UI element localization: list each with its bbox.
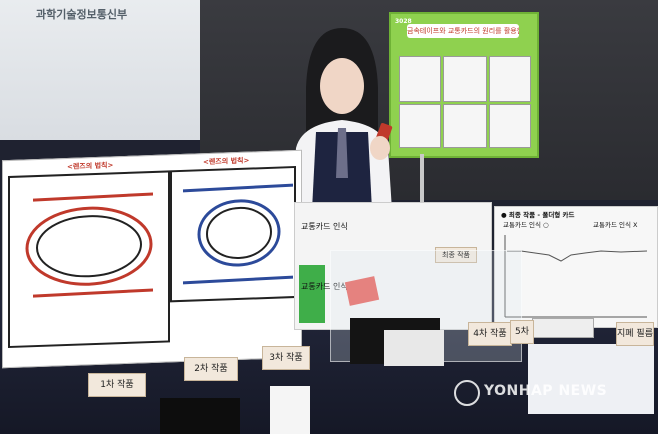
recognized-label: 교통카드 인식 ○ [503,221,549,229]
poster-section [443,56,487,102]
ministry-sign: 과학기술정보통신부 [36,8,128,21]
label-bill-film: 지폐 필름 [616,322,654,346]
panel-row-1: 교통카드 인식 [301,222,348,231]
student-presenter [282,28,402,210]
easel-leg [420,154,424,204]
label-second-work: 2차 작품 [184,357,238,381]
test-panel-title: ● 최종 작품 - 폴더형 카드 [501,211,575,219]
lenz-law-board: <렌즈의 법칙> <렌즈의 법칙> [2,149,302,369]
film-sample [528,344,654,414]
card-sample [384,330,444,366]
black-card-sample [160,398,240,434]
poster-section [489,104,531,148]
note-sample [532,318,594,338]
poster-section [399,56,441,102]
poster-section [489,56,531,102]
card-explanation-panel: 교통카드 인식 교통카드 인식 최종 작품 [294,202,492,330]
label-fourth-work: 4차 작품 [468,322,512,346]
poster-title: 금속테이프와 교통카드의 원리를 활용한 [407,24,519,38]
label-fifth-work: 5차 [510,320,534,344]
research-poster: 3028 금속테이프와 교통카드의 원리를 활용한 [389,12,539,158]
poster-number: 3028 [395,18,412,25]
coil-sample-card [270,386,310,434]
poster-section [443,104,487,148]
final-work-badge: 최종 작품 [435,247,477,263]
panel-row-2: 교통카드 인식 [301,282,348,291]
green-bar [299,265,325,323]
poster-section [399,104,441,148]
label-third-work: 3차 작품 [262,346,310,370]
left-wall-sign-panel [0,0,200,140]
not-recognized-label: 교통카드 인식 X [593,221,638,229]
watermark: YONHAP NEWS [484,383,608,399]
yonhap-logo-icon [454,380,480,406]
label-first-work: 1차 작품 [88,373,146,397]
